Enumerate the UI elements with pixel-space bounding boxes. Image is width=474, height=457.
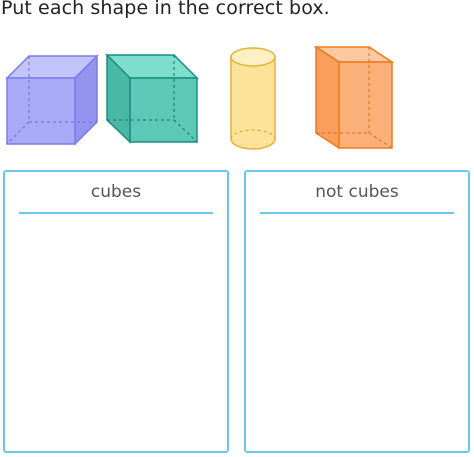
cube-icon <box>105 53 199 144</box>
cube-icon <box>5 54 99 146</box>
cubes-drop-box[interactable]: cubes <box>3 170 229 453</box>
orange-rectangular-prism-shape[interactable] <box>313 45 395 150</box>
instruction: Put each shape in the correct box. <box>1 0 330 19</box>
cubes-box-divider <box>19 212 213 214</box>
yellow-cylinder-shape[interactable] <box>229 47 277 151</box>
rectangular-prism-icon <box>313 45 395 150</box>
cubes-box-title: cubes <box>90 182 142 202</box>
not-cubes-drop-box[interactable]: not cubes <box>244 170 470 453</box>
cylinder-icon <box>230 47 276 150</box>
not-cubes-box-title: not cubes <box>315 182 399 202</box>
teal-cube-shape[interactable] <box>105 53 199 144</box>
not-cubes-box-divider <box>260 212 454 214</box>
purple-cube-shape[interactable] <box>5 54 99 146</box>
